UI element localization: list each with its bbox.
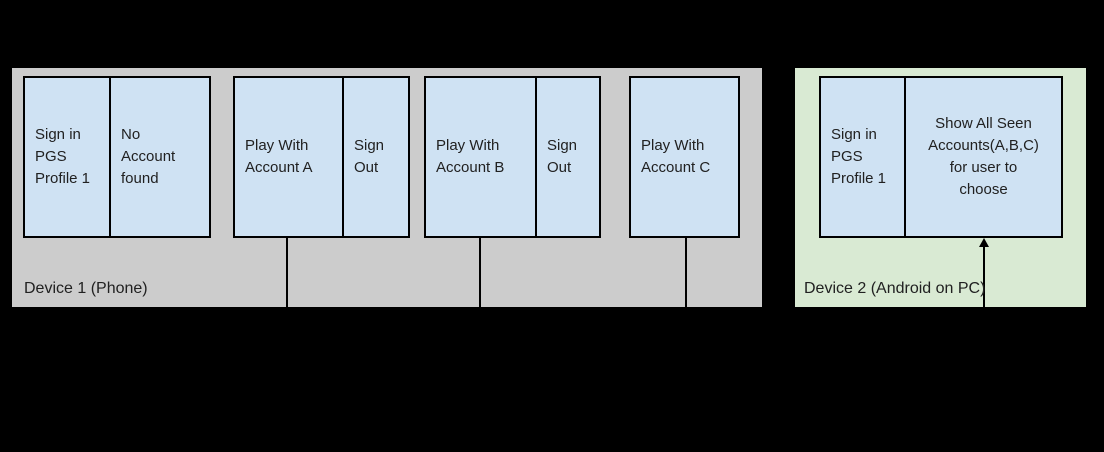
- arrow-head-icon: [979, 238, 989, 247]
- group-signin-show-accounts: Sign in PGS Profile 1 Show All Seen Acco…: [819, 76, 1063, 238]
- box-play-with-account-a: Play With Account A: [235, 78, 342, 236]
- box-no-account-found-label: No Account found: [121, 126, 176, 187]
- box-sign-in-pgs-profile-1-device2: Sign in PGS Profile 1: [821, 78, 904, 236]
- device2-label: Device 2 (Android on PC): [804, 280, 986, 297]
- box-no-account-found: No Account found: [109, 78, 209, 236]
- device2-panel: Sign in PGS Profile 1 Show All Seen Acco…: [795, 68, 1086, 307]
- group-play-b-signout: Play With Account B Sign Out: [424, 76, 601, 238]
- connector-line-account-a: [286, 238, 288, 307]
- box-play-with-account-c-label: Play With Account C: [641, 137, 711, 176]
- box-show-all-seen-accounts: Show All Seen Accounts(A,B,C) for user t…: [904, 78, 1061, 236]
- box-play-with-account-b: Play With Account B: [426, 78, 535, 236]
- group-play-a-signout: Play With Account A Sign Out: [233, 76, 410, 238]
- connector-line-account-c: [685, 238, 687, 307]
- device1-panel: Sign in PGS Profile 1 No Account found P…: [12, 68, 762, 307]
- box-play-with-account-b-label: Play With Account B: [436, 137, 505, 176]
- device1-label: Device 1 (Phone): [24, 280, 148, 297]
- box-play-with-account-a-label: Play With Account A: [245, 137, 313, 176]
- group-signin-noaccount: Sign in PGS Profile 1 No Account found: [23, 76, 211, 238]
- box-play-with-account-c: Play With Account C: [629, 76, 740, 238]
- box-sign-out-b-label: Sign Out: [547, 137, 578, 176]
- box-sign-in-pgs-profile-1-label: Sign in PGS Profile 1: [35, 126, 91, 187]
- box-play-with-account-c-cell: Play With Account C: [631, 78, 738, 236]
- arrow-to-show-accounts: [983, 245, 985, 307]
- box-sign-in-pgs-profile-1-device2-label: Sign in PGS Profile 1: [831, 126, 887, 187]
- box-sign-out-a-label: Sign Out: [354, 137, 385, 176]
- box-sign-out-b: Sign Out: [535, 78, 599, 236]
- box-show-all-seen-accounts-label: Show All Seen Accounts(A,B,C) for user t…: [928, 115, 1039, 198]
- box-sign-out-a: Sign Out: [342, 78, 408, 236]
- box-sign-in-pgs-profile-1: Sign in PGS Profile 1: [25, 78, 109, 236]
- connector-line-account-b: [479, 238, 481, 307]
